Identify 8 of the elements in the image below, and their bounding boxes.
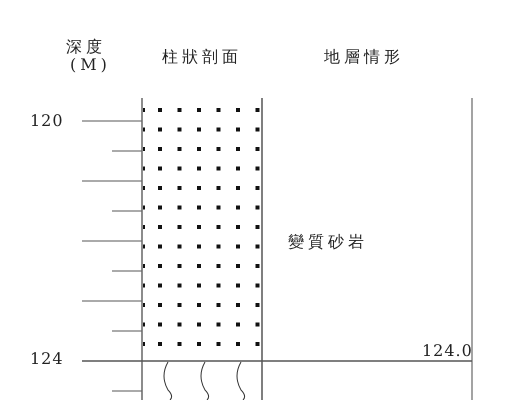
rock-type-label: 變質砂岩 bbox=[288, 233, 368, 251]
depth-value: 124.0 bbox=[422, 342, 473, 360]
column-heading: 地層情形 bbox=[324, 48, 404, 66]
depth-value: 124 bbox=[30, 350, 64, 368]
column-heading: 柱狀剖面 bbox=[162, 48, 242, 66]
column-heading: 深度 bbox=[66, 38, 106, 56]
depth-value: 120 bbox=[30, 112, 64, 130]
column-heading: (M) bbox=[70, 56, 111, 74]
